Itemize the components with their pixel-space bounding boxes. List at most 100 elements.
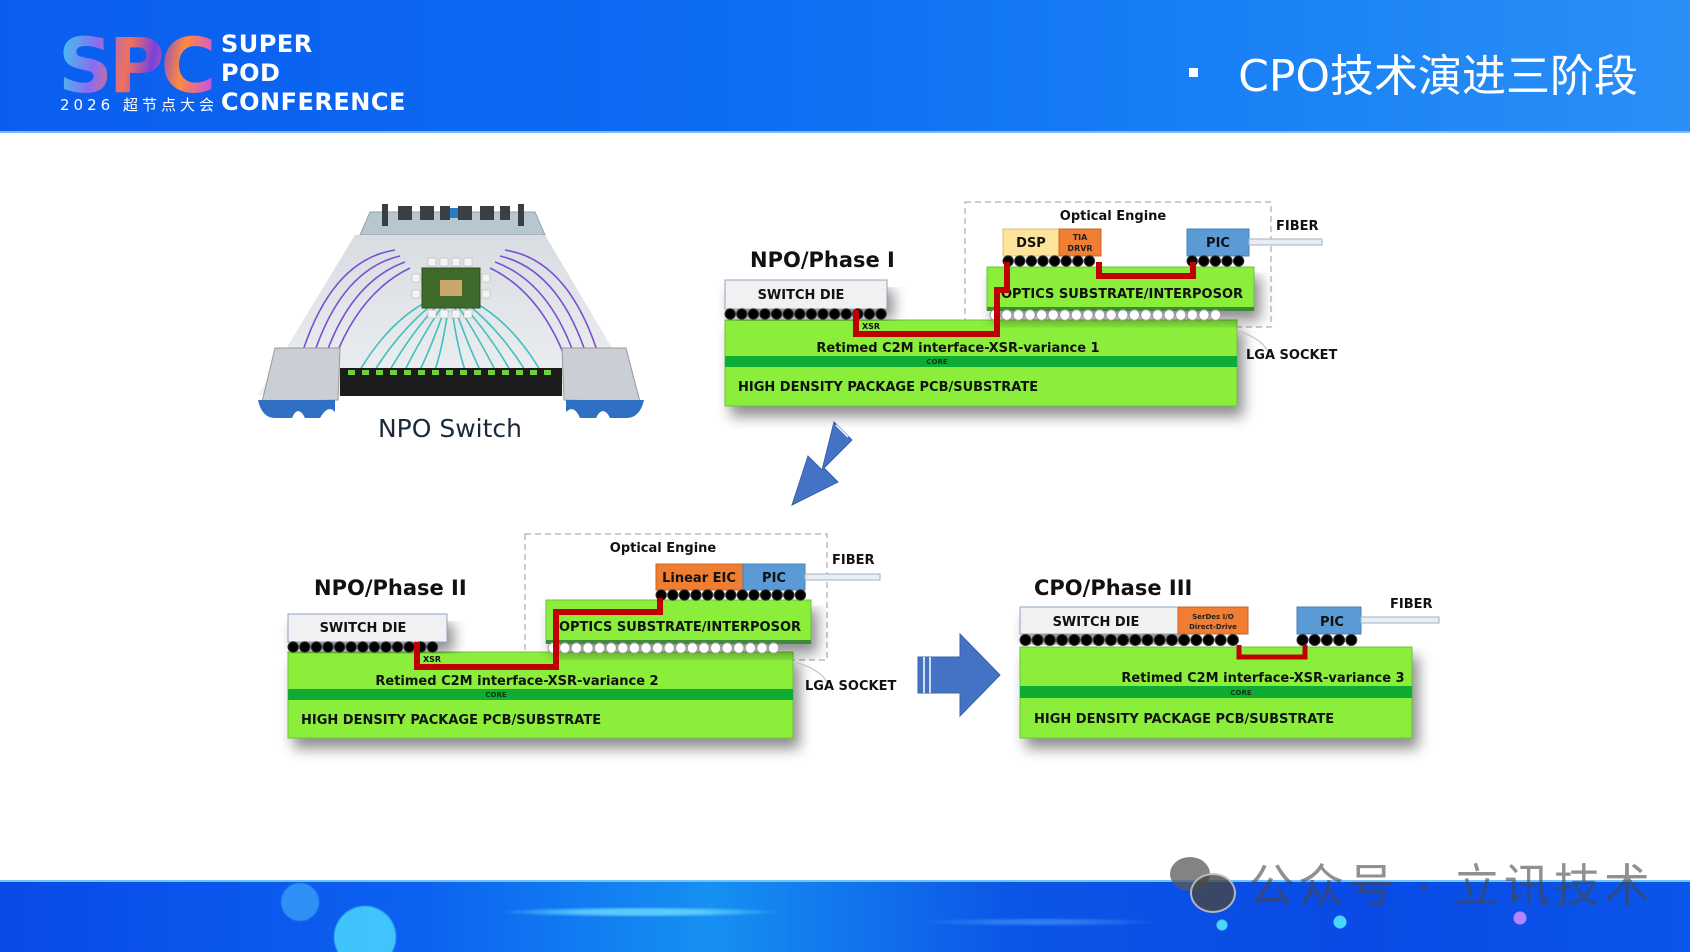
- solder-bump: [1221, 255, 1233, 267]
- solder-bump: [1178, 634, 1191, 646]
- phase1-optics-substrate-label: OPTICS SUBSTRATE/INTERPOSOR: [1001, 287, 1243, 302]
- solder-bump: [759, 308, 771, 320]
- footer-band: [0, 880, 1690, 952]
- phase2-fiber: [804, 573, 881, 581]
- solder-bump: [1320, 634, 1333, 646]
- phase1-xsr-trace: [853, 262, 1010, 337]
- solder-bump: [299, 641, 311, 653]
- lga-ball: [698, 642, 710, 654]
- phase2-switch-die-label: SWITCH DIE: [320, 621, 407, 636]
- lga-ball: [744, 642, 757, 654]
- lga-ball: [1163, 309, 1175, 321]
- phase1-optics-substrate-edge: [987, 307, 1254, 311]
- phase1-title: NPO/Phase I: [750, 248, 895, 272]
- top-board-components: [382, 204, 524, 226]
- solder-bump: [736, 308, 748, 320]
- lga-ball: [1012, 309, 1025, 321]
- lga-ball: [1059, 309, 1071, 321]
- phase3-serdes-label: SerDes I/O: [1192, 613, 1234, 621]
- lga-ball: [1105, 309, 1117, 321]
- lga-ball: [1198, 309, 1210, 321]
- lga-ball: [628, 642, 641, 654]
- phase1-optical-engine-label: Optical Engine: [1060, 209, 1167, 224]
- phase2-xsr-trace: [414, 598, 663, 670]
- solder-bump: [357, 641, 369, 653]
- solder-bump: [1333, 634, 1346, 646]
- solder-bump: [701, 589, 714, 601]
- lga-ball: [686, 642, 699, 654]
- phase2-xsr-label: XSR: [423, 655, 441, 664]
- solder-bump: [1190, 634, 1203, 646]
- purple-fibers: [299, 249, 601, 361]
- phase2-title: NPO/Phase II: [314, 576, 467, 600]
- phase2-diagram: NPO/Phase II Optical Engine CORE Retimed…: [287, 533, 896, 739]
- spc-logo: SPC: [58, 21, 216, 110]
- lga-ball: [1047, 309, 1059, 321]
- phase1-lga-leader: [1234, 329, 1269, 353]
- solder-bump: [713, 589, 725, 601]
- phase2-pcb-label: HIGH DENSITY PACKAGE PCB/SUBSTRATE: [301, 713, 601, 728]
- solder-bump: [863, 308, 876, 320]
- solder-bump: [794, 308, 806, 320]
- solder-bump: [805, 308, 818, 320]
- solder-bump: [678, 589, 691, 601]
- solder-bump: [794, 589, 807, 601]
- solder-bump: [333, 641, 346, 653]
- logo-wordmark: SUPER POD CONFERENCE: [221, 30, 406, 117]
- phase1-drvr-label: DRVR: [1067, 244, 1092, 253]
- logo-word-pod: POD: [221, 59, 281, 87]
- phase2-optical-engine-outline: [524, 533, 828, 661]
- solder-bump: [875, 308, 887, 320]
- phase1-dsp-label: DSP: [1016, 236, 1046, 251]
- slide-title-text: CPO技术演进三阶段: [1238, 51, 1638, 102]
- phase3-switch-die-label: SWITCH DIE: [1053, 615, 1140, 630]
- lga-ball: [709, 642, 722, 654]
- solder-bump: [1080, 634, 1093, 646]
- phase2-optics-substrate: [545, 599, 812, 644]
- phase3-switch-die: [1019, 606, 1179, 635]
- phase3-diagram: CPO/Phase III CORE Retimed C2M interface…: [1019, 576, 1440, 739]
- lga-ball: [663, 642, 675, 654]
- phase1-pic-label: PIC: [1206, 236, 1230, 251]
- solder-bump: [1092, 634, 1105, 646]
- phase2-optics-substrate-label: OPTICS SUBSTRATE/INTERPOSOR: [559, 620, 801, 635]
- solder-bump: [1048, 255, 1061, 267]
- lga-ball: [1082, 309, 1094, 321]
- solder-bump: [322, 641, 334, 653]
- solder-bump: [403, 641, 415, 653]
- solder-bump: [1025, 255, 1038, 267]
- phase2-fiber-label: FIBER: [832, 553, 875, 568]
- solder-bump: [1296, 634, 1309, 646]
- phase1-pic-chip: [1186, 228, 1250, 257]
- phase1-core-layer: [725, 356, 1237, 367]
- phase3-direct-drive-trace: [1236, 645, 1308, 660]
- solder-bump: [345, 641, 357, 653]
- asic-die: [440, 280, 462, 296]
- solder-bump: [1031, 634, 1044, 646]
- solder-bump: [783, 589, 795, 601]
- lga-ball: [1093, 309, 1106, 321]
- solder-bump: [759, 589, 772, 601]
- pluggable-modules-right: [561, 347, 644, 418]
- solder-bump: [287, 641, 299, 653]
- lga-ball: [1140, 309, 1152, 321]
- solder-bump: [1214, 634, 1227, 646]
- lga-ball: [767, 642, 780, 654]
- lga-ball: [1175, 309, 1187, 321]
- solder-bump: [1153, 634, 1166, 646]
- solder-bump: [1060, 255, 1072, 267]
- phase3-core-layer: [1020, 686, 1412, 698]
- lga-ball: [733, 642, 745, 654]
- phase2-oe-bumps: [655, 589, 807, 601]
- solder-bump: [725, 589, 737, 601]
- phase1-lga-label: LGA SOCKET: [1246, 348, 1337, 363]
- logo-subtitle: 2026 超节点大会: [60, 96, 218, 114]
- solder-bump: [736, 589, 749, 601]
- solder-bump: [380, 641, 392, 653]
- slide-title: CPO技术演进三阶段: [1189, 40, 1638, 104]
- solder-bump: [1232, 255, 1245, 267]
- phase2-linear-eic-label: Linear EIC: [662, 571, 736, 586]
- npo-switch-caption: NPO Switch: [378, 414, 522, 443]
- lga-ball: [559, 642, 571, 654]
- phase1-oe-bumps: [1002, 255, 1245, 267]
